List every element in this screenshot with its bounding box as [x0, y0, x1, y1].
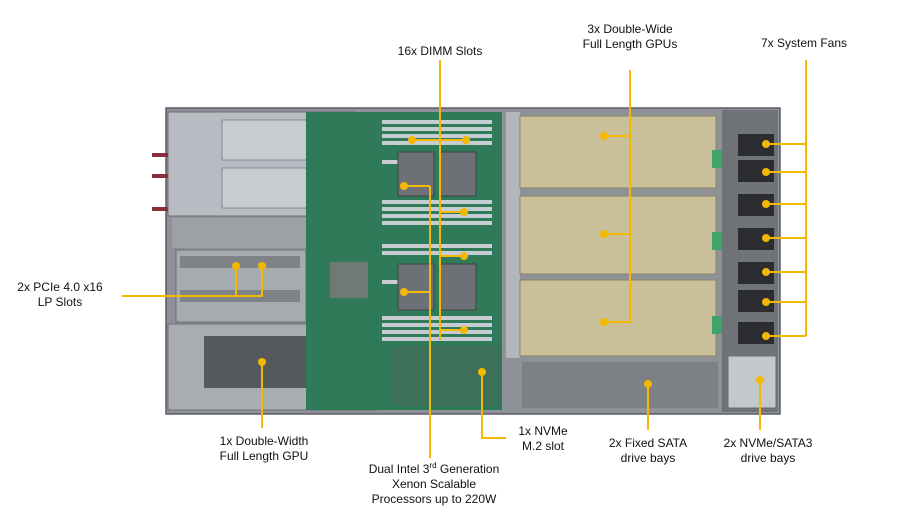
label-nvme-sata3: 2x NVMe/SATA3 drive bays: [723, 436, 813, 465]
label-system-fans: 7x System Fans: [760, 36, 848, 50]
callout-dots: [232, 132, 770, 388]
callout-lines: [122, 60, 807, 458]
system-fans: [738, 134, 774, 344]
label-pcie-slots: 2x PCIe 4.0 x16 LP Slots: [17, 280, 103, 309]
label-full-length-gpus: 3x Double-Wide Full Length GPUs: [582, 22, 678, 51]
dimm-slots: [382, 120, 492, 341]
label-fixed-sata: 2x Fixed SATA drive bays: [608, 436, 688, 465]
label-nvme-m2: 1x NVMe M.2 slot: [518, 424, 568, 453]
label-double-width-gpu: 1x Double-Width Full Length GPU: [219, 434, 309, 463]
label-dimm-slots: 16x DIMM Slots: [397, 44, 483, 58]
label-processors: Dual Intel 3rd Generation Xenon Scalable…: [368, 461, 500, 507]
drive-bays: [522, 355, 777, 409]
full-length-gpus: [519, 115, 722, 357]
chassis-divider: [506, 112, 520, 358]
